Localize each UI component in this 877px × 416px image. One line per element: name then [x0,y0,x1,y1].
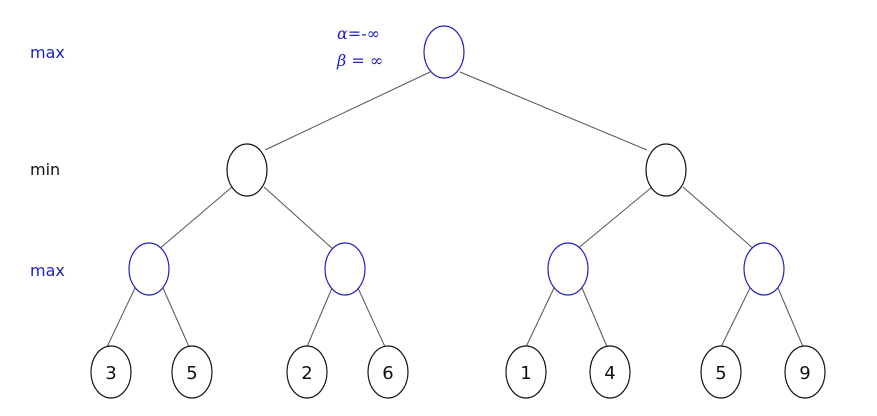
edge-max2-leaf3 [305,287,333,350]
edge-max3-leaf6 [581,287,609,350]
leaf-node [784,345,826,399]
leaf-value: 3 [105,363,116,384]
alpha-label: α=-∞ [337,24,380,43]
leaf-value: 5 [715,363,726,384]
edge-min2-max3 [575,186,653,251]
leaf-node [90,345,132,399]
leaf-nodes: 3 5 2 6 1 4 5 9 [90,345,826,399]
edge-min2-max4 [682,186,756,251]
leaf-value: 9 [799,363,810,384]
leaf-value: 5 [186,363,197,384]
max-node-4 [743,242,785,296]
leaf-value: 2 [301,363,312,384]
leaf-node [700,345,742,399]
leaf-value: 6 [382,363,393,384]
tree-edges [105,71,805,350]
leaf-node [286,345,328,399]
max-node-1 [128,242,170,296]
root-max-node [423,25,465,79]
edge-max2-leaf4 [357,287,387,350]
edge-max4-leaf7 [719,287,751,350]
max-node-3 [547,242,589,296]
edge-max1-leaf1 [105,287,136,350]
max-node-2 [324,242,366,296]
level-label-max: max [30,261,65,280]
level-label-max-root: max [30,43,65,62]
edge-root-min1 [264,71,431,151]
leaf-node [589,345,631,399]
edge-max1-leaf2 [162,287,191,350]
min-node-right [645,143,687,197]
leaf-node [171,345,213,399]
leaf-value: 1 [520,363,531,384]
leaf-value: 4 [604,363,615,384]
level-label-min: min [30,160,60,179]
edge-max3-leaf5 [524,287,555,350]
leaf-node [505,345,547,399]
edge-root-min2 [459,71,648,151]
leaf-node [367,345,409,399]
edge-min1-max2 [263,186,335,251]
min-node-left [226,143,268,197]
edge-max4-leaf8 [777,287,805,350]
beta-label: β = ∞ [336,51,383,70]
edge-min1-max1 [157,186,233,251]
